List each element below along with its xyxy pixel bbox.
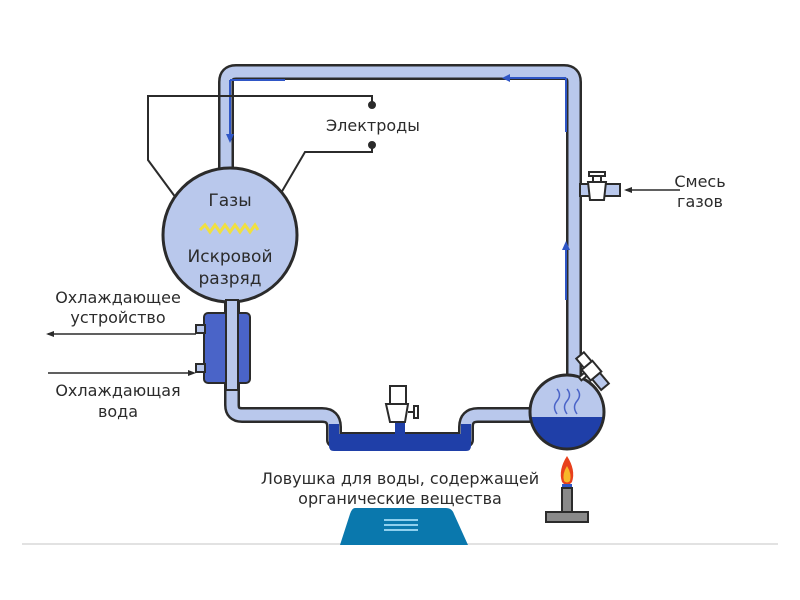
spark-label-line2: разряд — [198, 269, 261, 289]
bottom-menu-tab[interactable] — [340, 508, 468, 545]
trap-valve — [384, 385, 419, 423]
condenser-label-line2: устройство — [70, 308, 165, 327]
trap-water — [329, 418, 471, 451]
cooling-arrows — [46, 331, 196, 376]
trap-label-line2: органические вещества — [298, 489, 502, 508]
gas-mix-label-line2: газов — [677, 192, 723, 211]
gas-inlet-valve — [579, 171, 680, 201]
cooling-water-label-line1: Охлаждающая — [55, 381, 180, 400]
burner — [545, 456, 589, 523]
electrode-wires — [147, 95, 376, 218]
steam-icon — [553, 388, 581, 415]
tube-loop — [218, 64, 582, 448]
trap-label-line1: Ловушка для воды, содержащей — [261, 469, 539, 488]
condenser-label-line1: Охлаждающее — [55, 288, 181, 307]
flow-arrows — [226, 74, 570, 300]
electrodes-label: Электроды — [326, 116, 420, 135]
spark-icon — [198, 222, 260, 235]
gases-label: Газы — [208, 191, 251, 211]
cooling-water-label-line2: вода — [98, 402, 138, 421]
menu-icon[interactable] — [384, 519, 418, 531]
spark-label-line1: Искровой — [188, 247, 273, 267]
gas-mix-label-line1: Смесь — [674, 172, 725, 191]
condenser — [195, 299, 251, 391]
